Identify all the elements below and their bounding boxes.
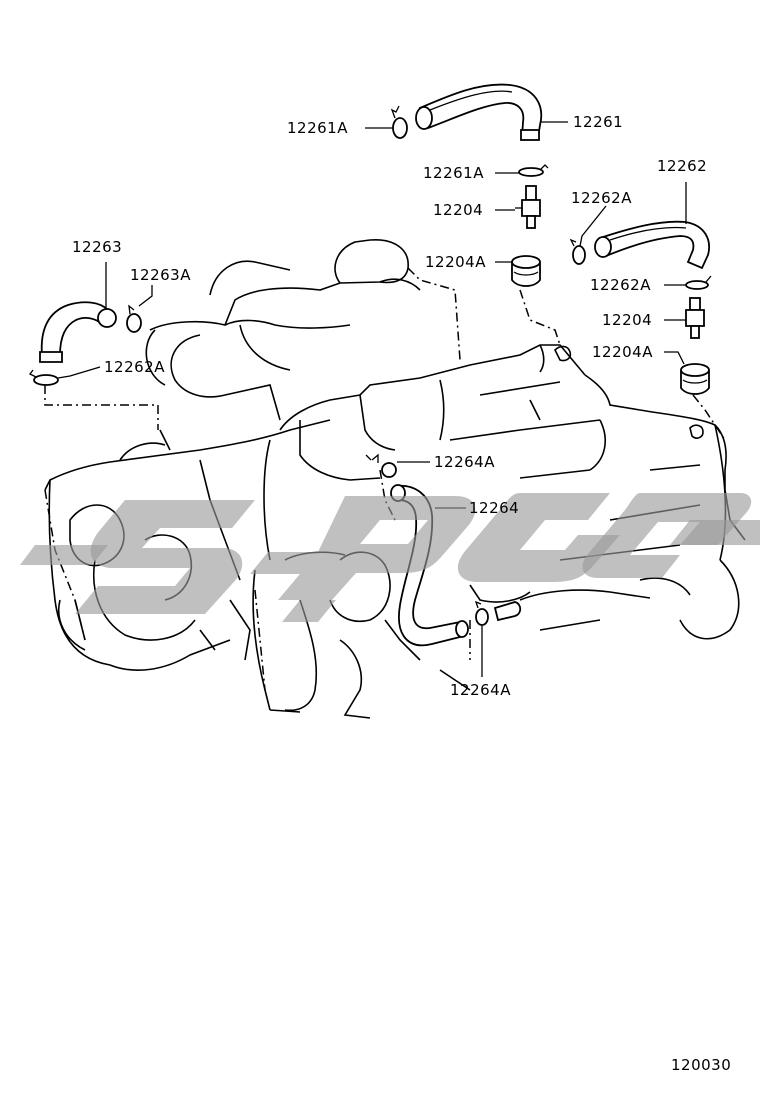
callout-12264A-upper: 12264A <box>434 453 495 471</box>
callout-12204-right: 12204 <box>602 311 652 329</box>
hose-12263 <box>39 301 117 363</box>
grommet-12204A-top <box>511 255 541 287</box>
clip-12264A-lower <box>474 600 522 626</box>
callout-labels: 12261A 12261 12261A 12204 12204A 12262 1… <box>72 113 707 699</box>
clip-12264A-upper <box>365 453 397 478</box>
callout-12264A-lower: 12264A <box>450 681 511 699</box>
callout-12262A-mid: 12262A <box>590 276 651 294</box>
clip-12261A-top <box>390 105 408 139</box>
callout-12262: 12262 <box>657 157 707 175</box>
callout-12264: 12264 <box>469 499 519 517</box>
clip-12262A-top <box>569 238 586 265</box>
clip-12261A-mid <box>518 164 549 177</box>
callout-12261A-top: 12261A <box>287 119 348 137</box>
leader-lines <box>57 121 687 677</box>
guide-lines <box>44 267 726 691</box>
figure-number: 120030 <box>671 1056 731 1074</box>
pcv-valve-12204-top <box>515 185 541 229</box>
callout-12263: 12263 <box>72 238 122 256</box>
grommet-12204A-right <box>680 363 710 395</box>
callout-12262A-top: 12262A <box>571 189 632 207</box>
callout-12204A-right: 12204A <box>592 343 653 361</box>
callout-12262A-left: 12262A <box>104 358 165 376</box>
clip-12263A <box>126 304 142 333</box>
watermark-logo <box>20 493 760 622</box>
callout-12261: 12261 <box>573 113 623 131</box>
clip-12262A-mid <box>685 275 712 290</box>
callout-12204A-top: 12204A <box>425 253 486 271</box>
callout-12263A: 12263A <box>130 266 191 284</box>
callout-12261A-mid: 12261A <box>423 164 484 182</box>
pcv-valve-12204-right <box>685 297 705 339</box>
clip-12262A-left <box>29 369 59 386</box>
hose-12262 <box>594 220 710 270</box>
hose-12261 <box>415 83 543 141</box>
callout-12204-top: 12204 <box>433 201 483 219</box>
